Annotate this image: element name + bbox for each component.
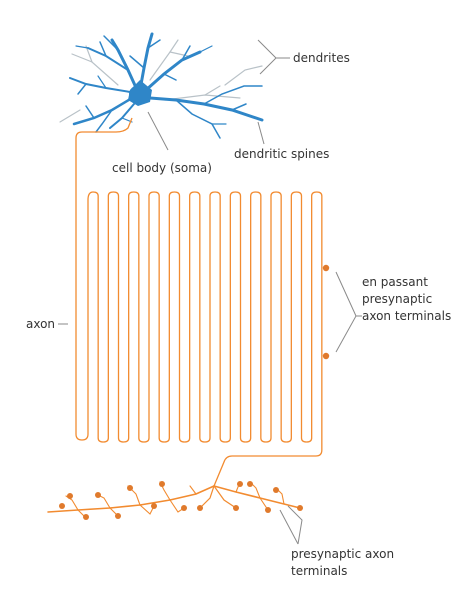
label-presynaptic-1: presynaptic axon: [291, 547, 394, 561]
label-cell-body: cell body (soma): [112, 161, 212, 175]
cell-body: [128, 80, 152, 106]
label-presynaptic-2: terminals: [291, 564, 347, 578]
dendrites: [69, 32, 264, 139]
label-dendrites: dendrites: [293, 51, 350, 65]
en-passant-boutons: [322, 264, 330, 360]
label-en-passant-3: axon terminals: [362, 309, 451, 323]
terminal-boutons: [59, 481, 303, 520]
axon-path: [75, 117, 323, 487]
label-axon: axon: [26, 317, 55, 331]
leader-lines: [58, 39, 362, 545]
label-dendritic-spines: dendritic spines: [234, 147, 329, 161]
terminal-arbor: [47, 481, 301, 519]
faint-dendrites: [59, 39, 263, 123]
label-en-passant-1: en passant: [362, 275, 428, 289]
label-en-passant-2: presynaptic: [362, 292, 432, 306]
